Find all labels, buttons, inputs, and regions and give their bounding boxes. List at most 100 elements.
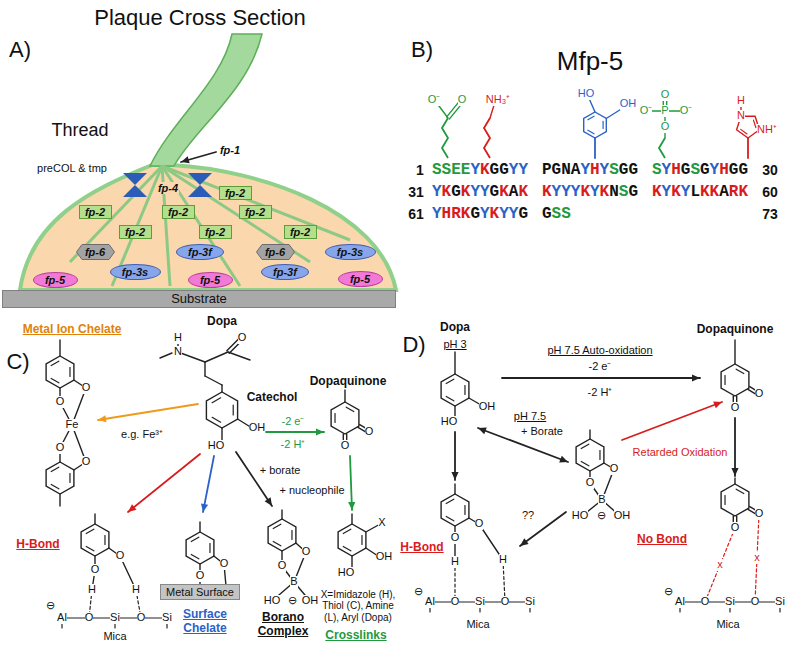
sequence-segment: SYHGSGYHGG bbox=[652, 161, 748, 179]
bond-line bbox=[581, 444, 589, 448]
residue-letter: G bbox=[470, 205, 480, 223]
bond-line bbox=[446, 499, 454, 503]
rect-box: fp-2 bbox=[199, 225, 232, 239]
atom-label: Fe bbox=[66, 419, 79, 431]
atom-label: X bbox=[378, 517, 385, 529]
atom-label: Si bbox=[475, 596, 485, 608]
benzene-ring bbox=[721, 484, 749, 516]
residue-letter: Y bbox=[580, 161, 590, 179]
residue-letter: Y bbox=[590, 183, 600, 201]
bond-type-label: H-Bond bbox=[399, 541, 444, 555]
bond-line bbox=[266, 431, 324, 433]
node-text: fp-5 bbox=[200, 274, 220, 286]
node-text: fp-2 bbox=[85, 206, 105, 218]
atom-label: B bbox=[598, 494, 605, 506]
sequence-segment: YHRKGYKYYG bbox=[432, 205, 528, 223]
atom-label: HO bbox=[441, 416, 458, 428]
atom-label: H bbox=[132, 584, 140, 596]
atom-label: O bbox=[56, 442, 65, 454]
residue-letter: H bbox=[719, 161, 729, 179]
bond-type-label: Crosslinks bbox=[324, 629, 387, 643]
atom-label: OH bbox=[479, 401, 496, 413]
bond-line bbox=[205, 376, 222, 385]
arrow-head bbox=[692, 374, 700, 381]
residue-number: 1 bbox=[415, 162, 425, 178]
residue-letter: G bbox=[518, 205, 528, 223]
bond-line bbox=[747, 138, 749, 158]
bond-line bbox=[94, 514, 95, 524]
residue-letter: N bbox=[561, 161, 571, 179]
bond-line bbox=[343, 546, 351, 550]
text-label: + Borate bbox=[520, 425, 564, 438]
bond-line bbox=[479, 608, 480, 612]
atom-label: O bbox=[731, 402, 740, 414]
ellipse-protein: fp-3s bbox=[110, 264, 161, 280]
residue-letter: G bbox=[738, 161, 748, 179]
atom-label: O bbox=[661, 89, 670, 101]
sequence-segment: YKGKYYGKAK bbox=[432, 183, 528, 201]
hexagon-shape bbox=[76, 245, 114, 260]
node-text: Metal Surface bbox=[166, 586, 234, 598]
residue-letter: K bbox=[600, 183, 610, 201]
side-chain bbox=[659, 138, 665, 158]
residue-letter: K bbox=[700, 183, 710, 201]
residue-letter: Y bbox=[499, 205, 509, 223]
text-label: + nucleophile bbox=[278, 484, 345, 497]
bond-line bbox=[343, 529, 351, 533]
fp4-bowtie bbox=[188, 173, 212, 197]
atom-label: O bbox=[56, 396, 65, 408]
atom-label: H bbox=[451, 556, 459, 568]
residue-letter: S bbox=[552, 205, 562, 223]
atom-label: Si bbox=[162, 612, 172, 624]
node-text: Substrate bbox=[171, 292, 227, 306]
atom-label: O bbox=[731, 522, 740, 534]
arrow-head bbox=[713, 402, 722, 409]
atom-label: O bbox=[751, 596, 760, 608]
atom-label: HO bbox=[264, 595, 281, 607]
bond-type-label: pH 7.5 bbox=[513, 410, 547, 423]
benzene-ring bbox=[206, 392, 237, 428]
text-label: Dopa bbox=[439, 321, 471, 335]
bond-line bbox=[736, 489, 744, 493]
residue-letter: K bbox=[580, 183, 590, 201]
bond-line bbox=[603, 121, 604, 128]
residue-letter: Y bbox=[518, 161, 528, 179]
residue-letter: S bbox=[561, 205, 571, 223]
atom-label: HO bbox=[338, 567, 355, 579]
atom-label: O bbox=[661, 121, 670, 133]
bond-line bbox=[273, 541, 281, 545]
text-label: fp-1 bbox=[219, 144, 241, 157]
bond-line bbox=[446, 379, 454, 383]
residue-letter: A bbox=[571, 161, 581, 179]
rect-box: fp-2 bbox=[162, 205, 195, 219]
sequence-segment: SSEEYKGGYY bbox=[432, 161, 528, 179]
bond-line bbox=[464, 506, 465, 515]
ellipse-protein: fp-5 bbox=[33, 272, 78, 288]
bond-line bbox=[429, 608, 430, 612]
text-label: ?? bbox=[521, 509, 535, 522]
bond-type-label: Metal Ion Chelate bbox=[22, 323, 123, 337]
text-label: Mica bbox=[465, 618, 490, 631]
text-label: Dopaquinone bbox=[696, 323, 775, 337]
residue-letter: S bbox=[432, 161, 442, 179]
benzene-ring bbox=[81, 524, 109, 556]
rect-box: fp-2 bbox=[284, 225, 317, 239]
residue-number: 73 bbox=[761, 206, 779, 222]
bond-line bbox=[736, 369, 744, 373]
text-label: Mica bbox=[102, 630, 127, 643]
residue-letter: S bbox=[442, 161, 452, 179]
bond-line bbox=[221, 385, 222, 392]
plaque-body bbox=[20, 165, 396, 290]
node-text: fp-6 bbox=[265, 246, 285, 258]
bond-line bbox=[69, 368, 70, 377]
bond-line bbox=[59, 494, 60, 506]
residue-letter: K bbox=[738, 183, 748, 201]
atom-label: HO bbox=[572, 510, 589, 522]
text-label: -2 e⁻ bbox=[281, 415, 306, 428]
benzene-ring bbox=[441, 374, 469, 406]
benzene-ring bbox=[331, 402, 359, 434]
atom-label: O bbox=[458, 94, 467, 106]
hexagon-shape bbox=[256, 245, 294, 260]
atom-label: N bbox=[737, 110, 745, 122]
bond-line bbox=[346, 407, 354, 411]
